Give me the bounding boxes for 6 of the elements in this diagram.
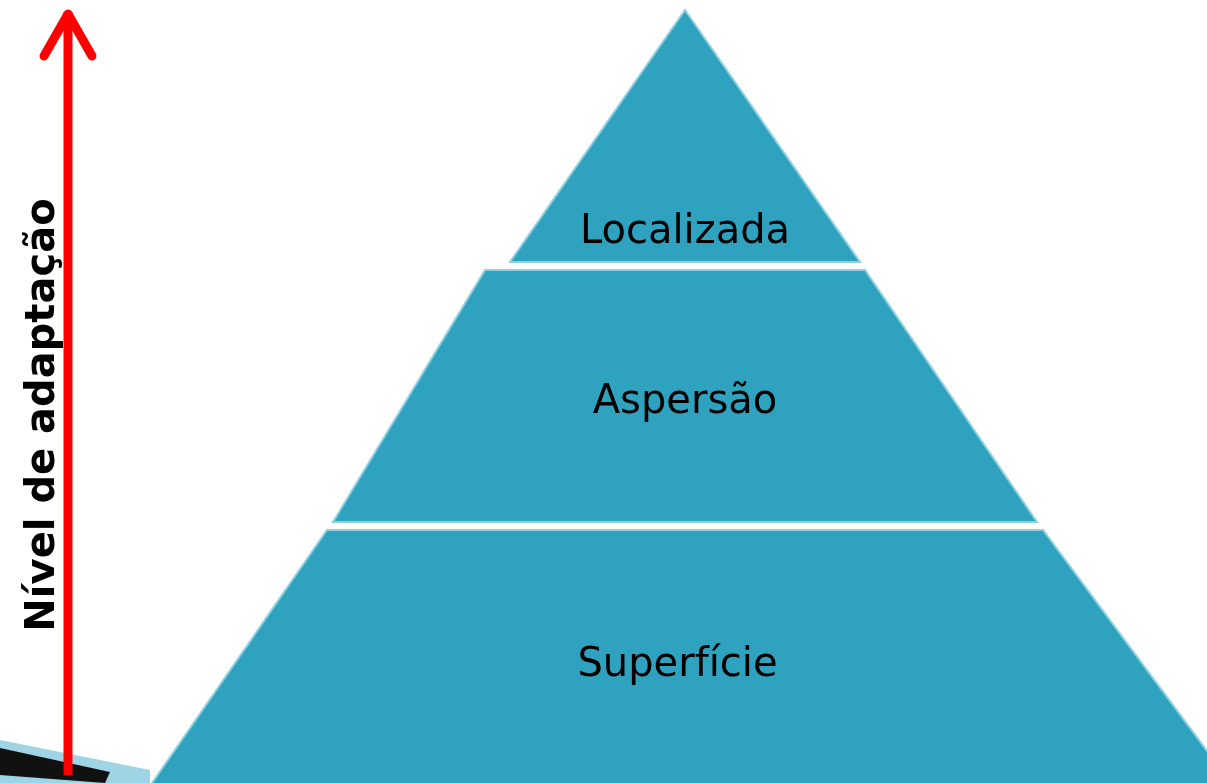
pyramid-level [505, 8, 865, 264]
level-label: Superfície [577, 638, 778, 687]
level-label: Localizada [579, 205, 791, 254]
pyramid-level [330, 268, 1040, 524]
level-label: Aspersão [592, 375, 778, 424]
pyramid-level [148, 528, 1207, 783]
